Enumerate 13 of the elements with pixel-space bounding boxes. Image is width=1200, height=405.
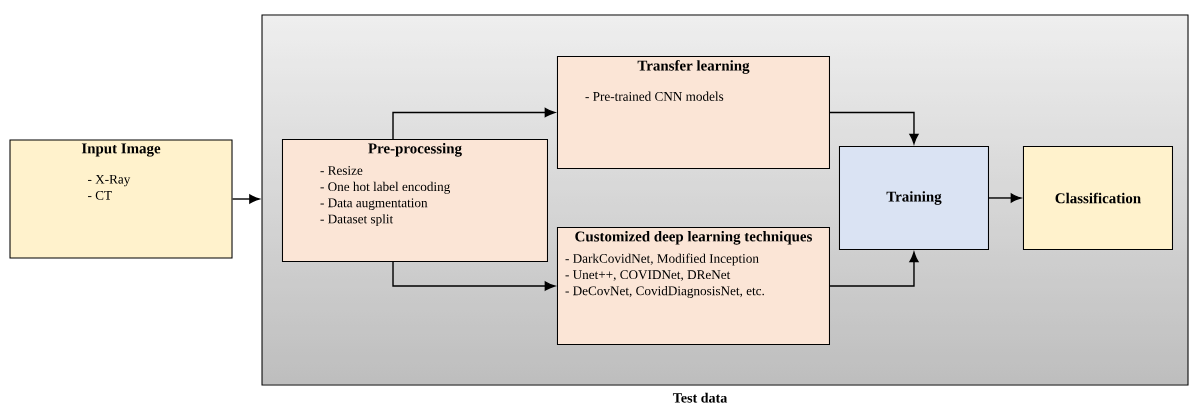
panel-caption: Test data (672, 392, 728, 403)
arrow (392, 261, 556, 291)
process-box: Customized deep learning techniques - DarkCovidNet, Modified Inception - Unet++, COVIDNet, DReNet - DeCovNet, CovidDiagnosisNet, etc. (556, 226, 830, 345)
process-box: Transfer learning - Pre-trained CNN models (556, 55, 830, 169)
process-box: Training (838, 145, 989, 250)
process-box: Input Image - X-Ray - CT (9, 139, 233, 259)
arrow (231, 194, 260, 204)
process-box: Pre-processing - Resize - One hot label encoding - Data augmentation - Dataset split (281, 138, 548, 262)
arrow (988, 193, 1022, 203)
arrow (829, 251, 919, 287)
process-box: Classification (1022, 145, 1173, 250)
arrow (829, 111, 919, 145)
arrow (392, 107, 556, 140)
